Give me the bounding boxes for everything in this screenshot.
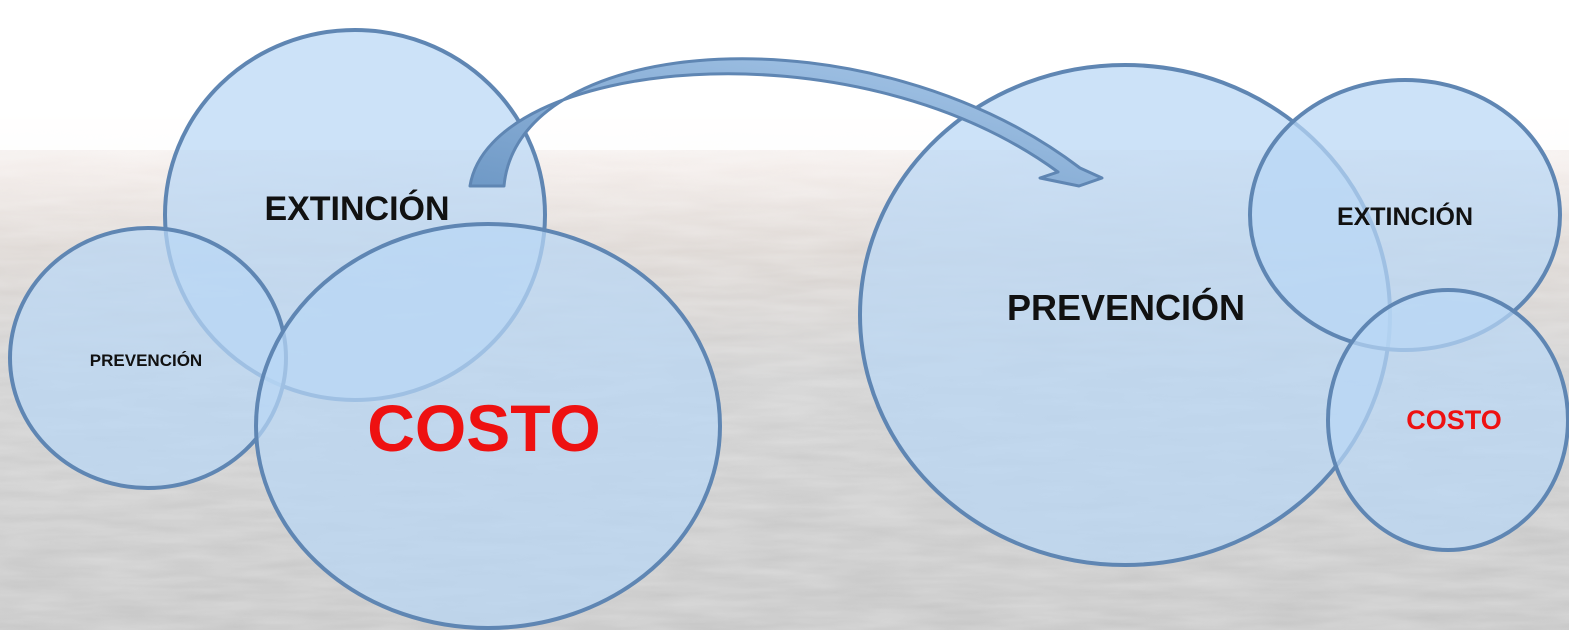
right-costo-circle bbox=[1326, 288, 1569, 552]
left-circle-group bbox=[8, 28, 722, 630]
left-extincion-label: EXTINCIÓN bbox=[264, 190, 449, 228]
right-prevencion-label: PREVENCIÓN bbox=[1007, 286, 1245, 328]
left-prevencion-label: PREVENCIÓN bbox=[90, 351, 202, 370]
curved-arrow-icon bbox=[468, 57, 1104, 188]
left-costo-circle bbox=[254, 222, 722, 630]
right-extincion-label: EXTINCIÓN bbox=[1337, 201, 1473, 231]
right-circle-group bbox=[858, 63, 1569, 567]
right-costo-label: COSTO bbox=[1406, 405, 1502, 435]
left-costo-label: COSTO bbox=[367, 391, 600, 465]
